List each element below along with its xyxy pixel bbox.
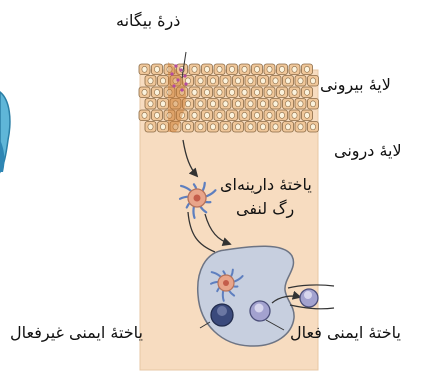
cell-nucleus	[204, 112, 209, 118]
particle-dot	[180, 88, 183, 91]
cell-nucleus	[229, 66, 234, 72]
dendritic-cell-label: یاختهٔ دارینه‌ای	[220, 176, 312, 194]
cell-nucleus	[235, 78, 240, 84]
active-immune-cell-label: یاختهٔ ایمنی فعال	[290, 324, 401, 342]
cell-nucleus	[260, 78, 265, 84]
cell-nucleus	[279, 66, 284, 72]
cell-nucleus	[192, 112, 197, 118]
cell-nucleus	[223, 101, 228, 107]
cell-nucleus	[210, 101, 215, 107]
cell-nucleus	[267, 112, 272, 118]
inactive-immune-cell	[211, 304, 233, 326]
cell-nucleus	[148, 101, 153, 107]
cell-nucleus	[192, 66, 197, 72]
cell-nucleus	[267, 89, 272, 95]
cell-nucleus	[260, 124, 265, 130]
cell-nucleus	[142, 112, 147, 118]
cell-nucleus	[248, 78, 253, 84]
inactive-immune-cell-label: یاختهٔ ایمنی غیرفعال	[10, 324, 143, 342]
cell-nucleus	[273, 101, 278, 107]
inner-layer-label: لایهٔ درونی	[334, 142, 402, 160]
cell-nucleus	[198, 78, 203, 84]
cell-nucleus	[279, 89, 284, 95]
cell-nucleus	[148, 78, 153, 84]
cell-nucleus	[273, 78, 278, 84]
particle-dot	[183, 74, 186, 77]
cell-nucleus	[285, 101, 290, 107]
cell-nucleus	[160, 78, 165, 84]
cell-nucleus	[279, 112, 284, 118]
cell-nucleus	[292, 112, 297, 118]
cell-nucleus	[198, 101, 203, 107]
cell-nucleus	[310, 101, 315, 107]
cell-nucleus	[285, 78, 290, 84]
cell-nucleus	[223, 78, 228, 84]
cell-nucleus	[298, 78, 303, 84]
cell-nucleus	[204, 66, 209, 72]
particle-dot	[174, 64, 177, 67]
cell-nucleus	[160, 101, 165, 107]
cell-nucleus	[298, 101, 303, 107]
lymph-vessel-label: رگ لنفی	[236, 200, 294, 218]
cell-nucleus	[304, 89, 309, 95]
cell-nucleus	[242, 89, 247, 95]
cell-nucleus	[148, 124, 153, 130]
foreign-particle-label: ذرهٔ بیگانه	[116, 12, 180, 30]
cell-nucleus	[242, 66, 247, 72]
particle-dot	[170, 72, 173, 75]
cell-nucleus	[267, 66, 272, 72]
cell-nucleus	[229, 112, 234, 118]
cell-nucleus	[142, 89, 147, 95]
cell-nucleus	[229, 89, 234, 95]
cell-nucleus	[242, 112, 247, 118]
cell-nucleus	[310, 78, 315, 84]
cell-nucleus	[248, 101, 253, 107]
human-figure-icon	[0, 92, 10, 172]
particle-dot	[179, 68, 182, 71]
cell-nucleus	[192, 89, 197, 95]
cell-nucleus	[142, 66, 147, 72]
cell-nucleus	[154, 112, 159, 118]
particle-dot	[172, 84, 175, 87]
cell-nucleus	[198, 124, 203, 130]
cell-nucleus	[260, 101, 265, 107]
cell-nucleus	[273, 124, 278, 130]
cell-nucleus	[210, 124, 215, 130]
cell-nucleus	[217, 89, 222, 95]
cell-nucleus	[235, 124, 240, 130]
cell-nucleus	[248, 124, 253, 130]
cell-nucleus	[254, 66, 259, 72]
cell-nucleus	[210, 78, 215, 84]
particle-dot	[176, 78, 179, 81]
cell-nucleus	[185, 101, 190, 107]
outer-layer-label: لایهٔ بیرونی	[320, 76, 391, 94]
cell-nucleus	[254, 112, 259, 118]
cell-nucleus	[204, 89, 209, 95]
cell-nucleus	[285, 124, 290, 130]
cell-nucleus	[292, 89, 297, 95]
migrating-immune-cell	[300, 289, 318, 307]
cell-nucleus	[154, 89, 159, 95]
cell-nucleus	[160, 124, 165, 130]
cell-nucleus	[304, 66, 309, 72]
cell-nucleus	[254, 89, 259, 95]
cell-nucleus	[217, 66, 222, 72]
cell-nucleus	[223, 124, 228, 130]
cell-nucleus	[304, 112, 309, 118]
particle-dot	[184, 82, 187, 85]
cell-nucleus	[235, 101, 240, 107]
cell-nucleus	[217, 112, 222, 118]
cell-nucleus	[310, 124, 315, 130]
cell-nucleus	[154, 66, 159, 72]
active-immune-cell	[250, 301, 270, 321]
cell-nucleus	[298, 124, 303, 130]
outer-layer-cells	[139, 62, 319, 132]
cell-nucleus	[292, 66, 297, 72]
cell-nucleus	[185, 124, 190, 130]
